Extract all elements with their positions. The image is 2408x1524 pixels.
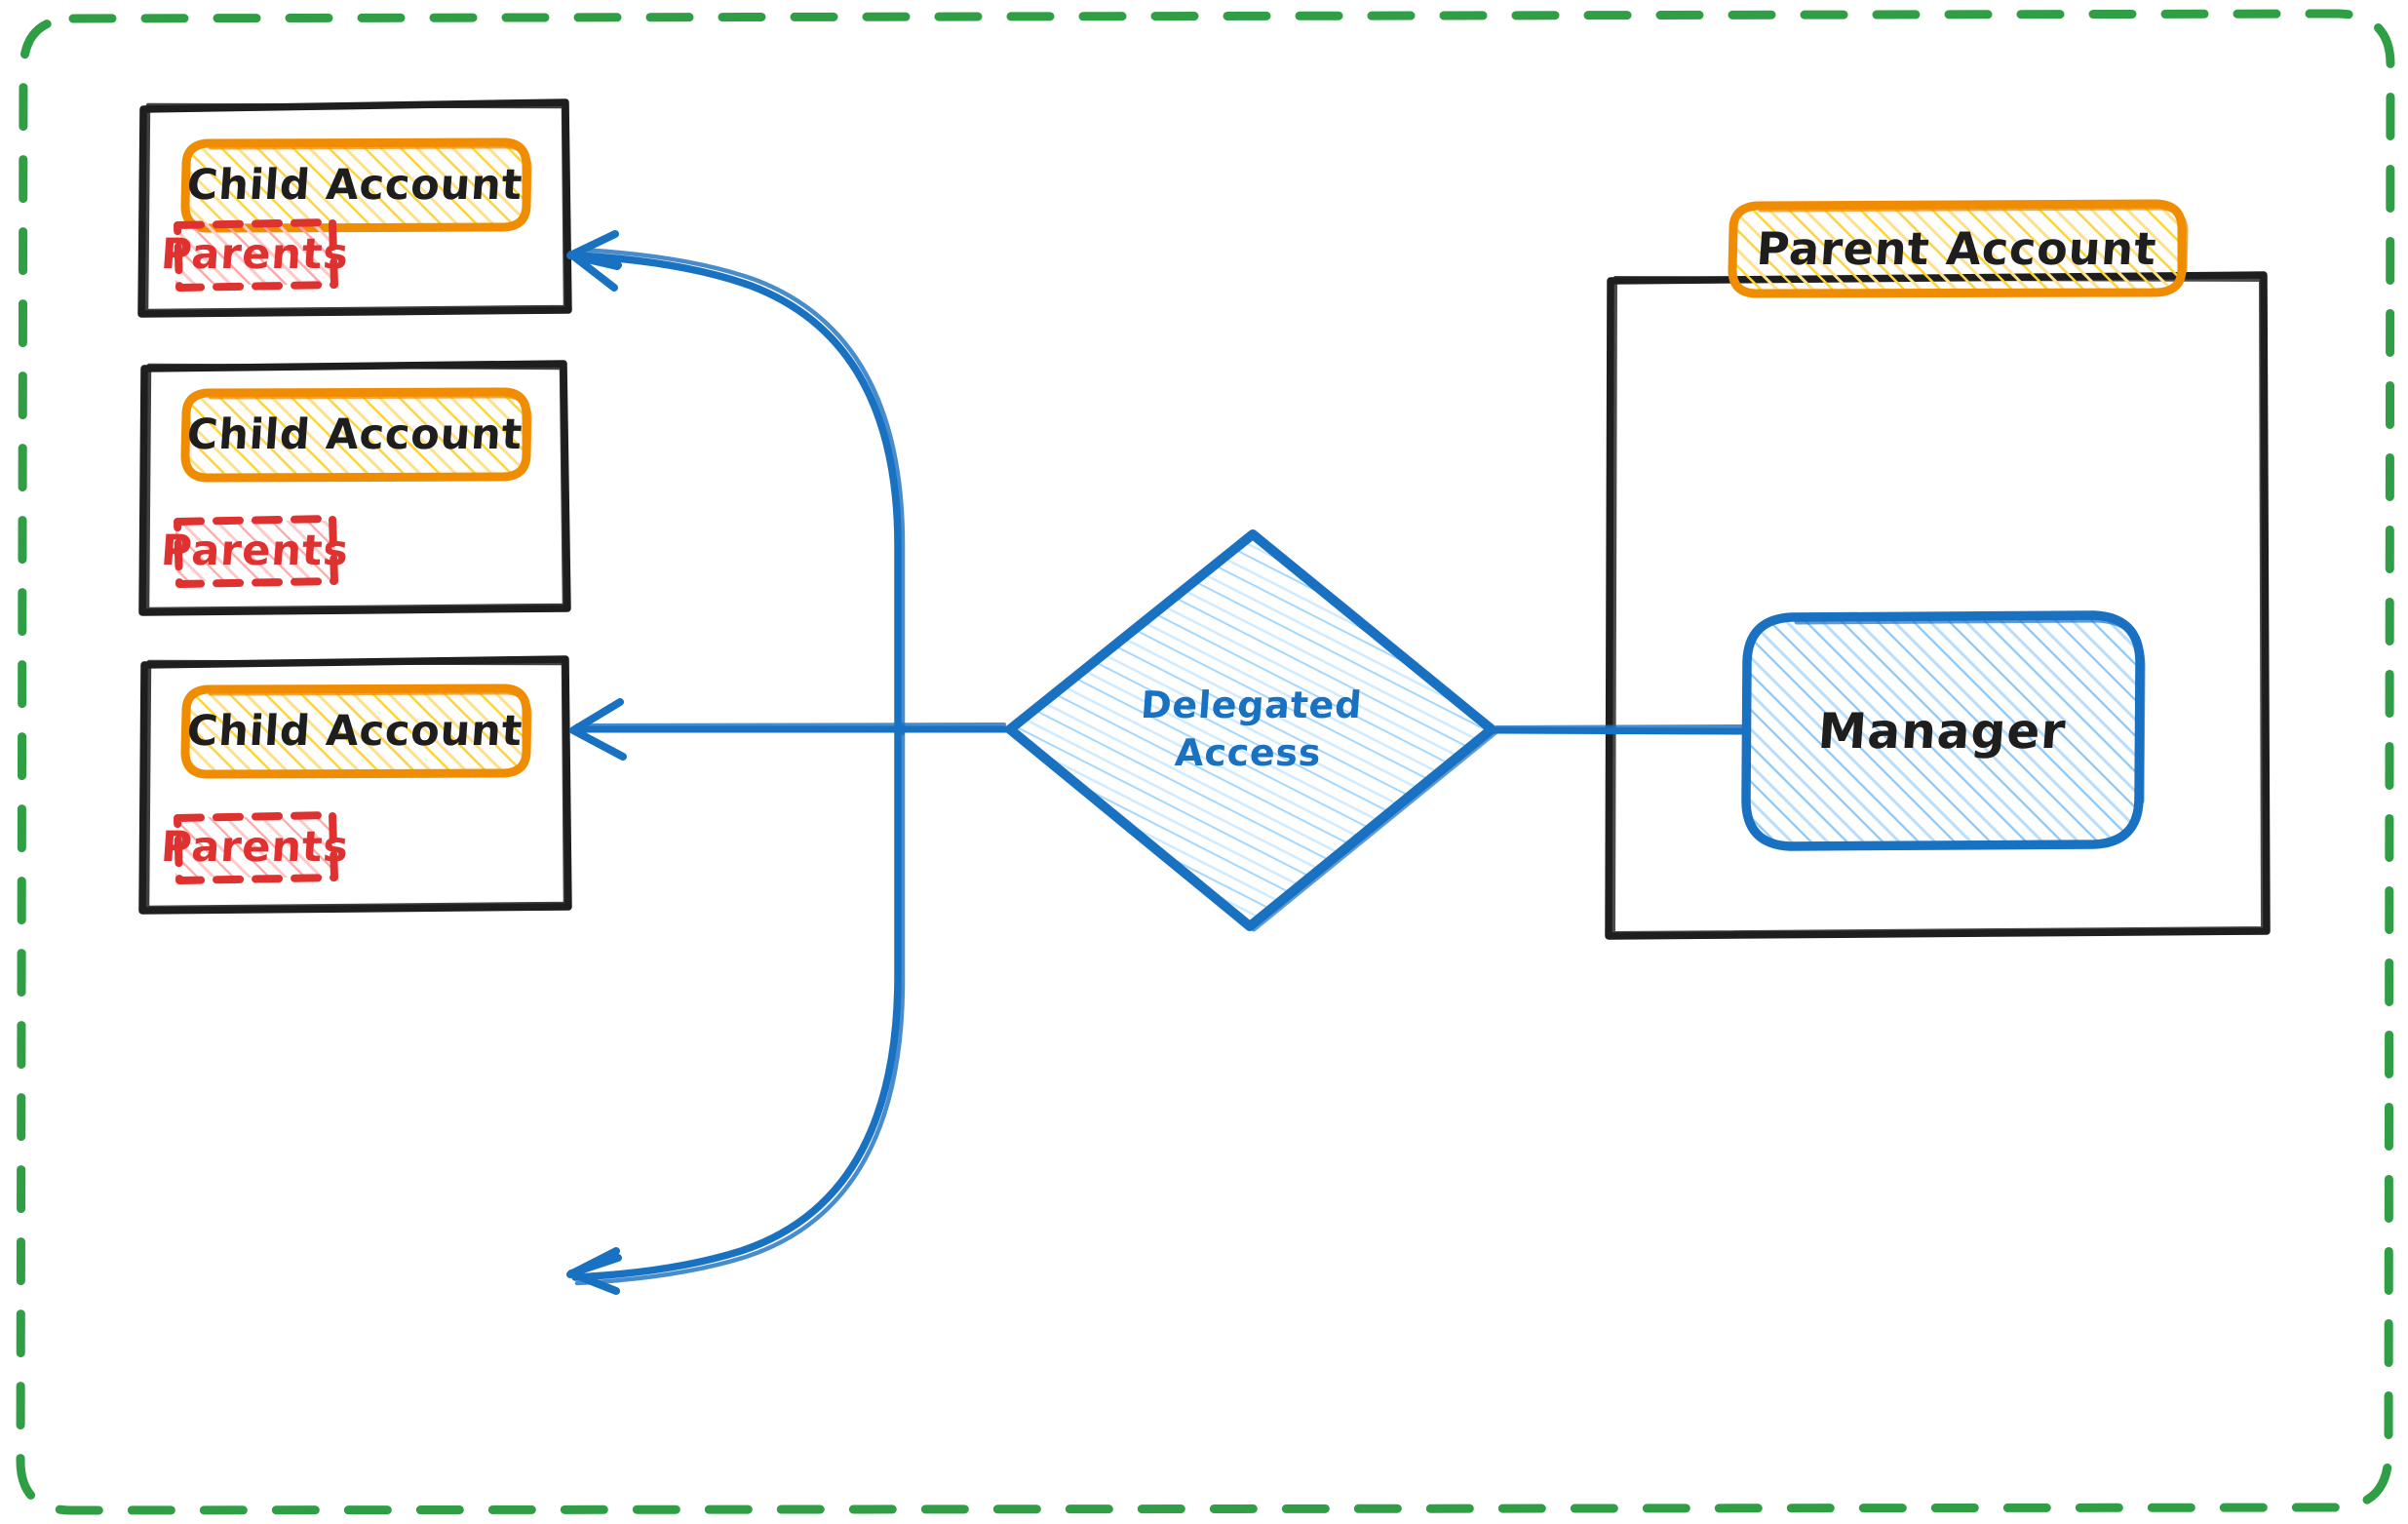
child-account-pill-3[interactable] — [180, 684, 532, 779]
delegated-access-diamond[interactable] — [1005, 529, 1499, 932]
manager-box[interactable] — [1741, 610, 2146, 851]
parent-account-pill[interactable] — [1728, 199, 2189, 298]
outer-boundary — [16, 9, 2395, 1515]
child-container-1[interactable] — [137, 98, 572, 318]
child-container-2[interactable] — [138, 360, 571, 616]
parents-box-1[interactable] — [174, 218, 338, 292]
connector-manager-to-decision — [1491, 724, 1749, 735]
connector-decision-to-child-1 — [566, 230, 906, 736]
connector-decision-to-child-2 — [569, 698, 1011, 761]
parents-box-3[interactable] — [174, 811, 338, 884]
child-account-pill-1[interactable] — [180, 137, 532, 233]
child-container-3[interactable] — [138, 655, 572, 915]
connector-decision-to-child-3 — [566, 724, 906, 1295]
child-account-pill-2[interactable] — [180, 387, 532, 483]
parents-box-2[interactable] — [174, 515, 338, 588]
